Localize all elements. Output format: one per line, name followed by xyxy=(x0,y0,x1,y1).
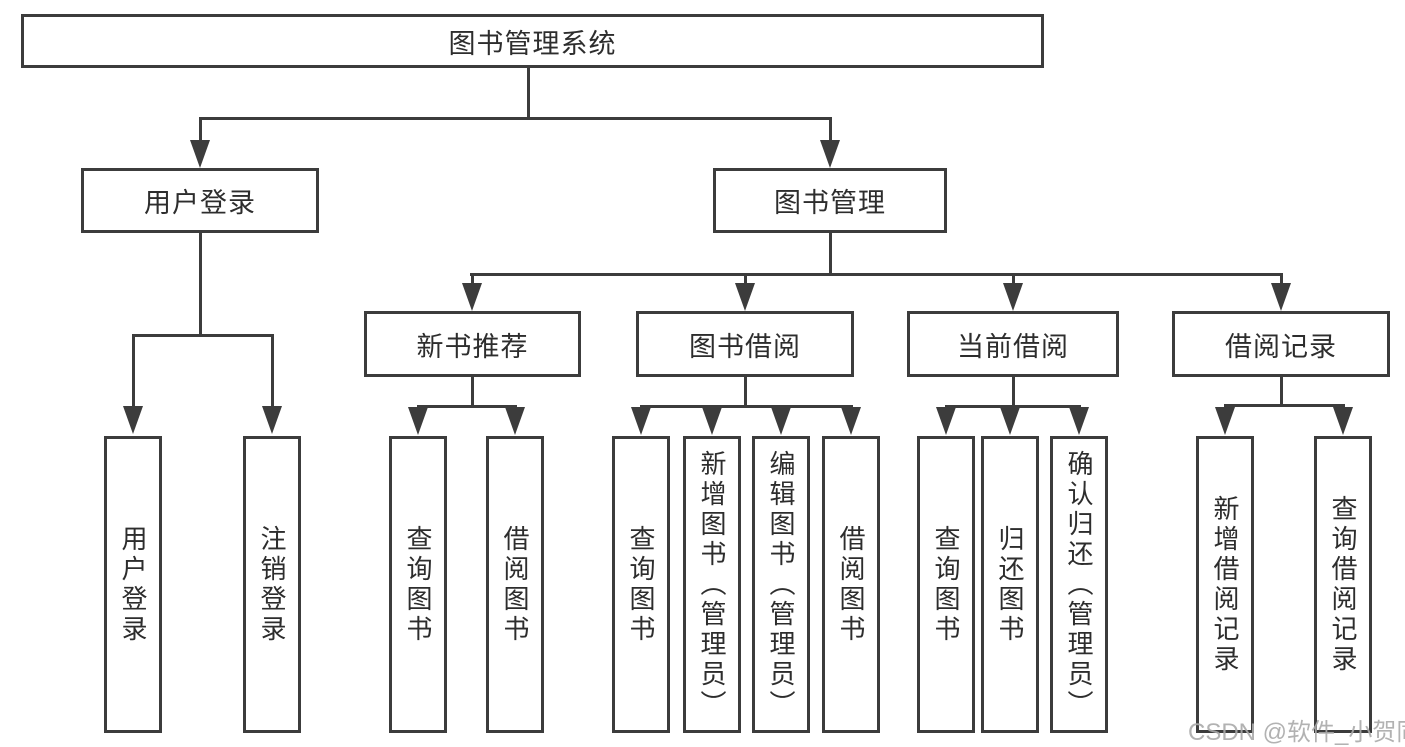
leaf-query-borrow-record: 查询借阅记录 xyxy=(1314,436,1372,733)
leaf-query-books-borrow: 查询图书 xyxy=(612,436,670,733)
connector-line xyxy=(1012,273,1015,285)
arrow-down-icon xyxy=(408,407,428,435)
connector-line xyxy=(132,334,135,408)
leaf-confirm-return-admin: 确认归还（管理员） xyxy=(1050,436,1108,733)
leaf-borrow-books-recommend-label: 借阅图书 xyxy=(500,524,530,645)
leaf-query-books-current-label: 查询图书 xyxy=(931,524,961,645)
node-book-borrow: 图书借阅 xyxy=(636,311,854,377)
arrow-down-icon xyxy=(1333,407,1353,435)
connector-line xyxy=(527,68,530,118)
connector-line xyxy=(945,405,1081,408)
leaf-add-borrow-record-label: 新增借阅记录 xyxy=(1210,494,1240,675)
connector-line xyxy=(1224,404,1345,407)
node-book-management-label: 图书管理 xyxy=(774,188,886,218)
arrow-down-icon xyxy=(190,140,210,168)
node-root-label: 图书管理系统 xyxy=(448,28,617,59)
node-borrow-records: 借阅记录 xyxy=(1172,311,1390,377)
node-borrow-records-label: 借阅记录 xyxy=(1225,331,1337,362)
leaf-query-books-recommend-label: 查询图书 xyxy=(403,524,433,645)
node-user-login-label: 用户登录 xyxy=(144,188,256,218)
leaf-borrow-books-recommend: 借阅图书 xyxy=(486,436,544,733)
leaf-logout: 注销登录 xyxy=(243,436,301,733)
leaf-query-books-current: 查询图书 xyxy=(917,436,975,733)
arrow-down-icon xyxy=(462,283,482,311)
arrow-down-icon xyxy=(123,406,143,434)
leaf-add-borrow-record: 新增借阅记录 xyxy=(1196,436,1254,733)
connector-line xyxy=(829,233,832,276)
node-current-borrow-label: 当前借阅 xyxy=(957,331,1069,362)
leaf-logout-label: 注销登录 xyxy=(257,524,287,645)
leaf-confirm-return-admin-label: 确认归还（管理员） xyxy=(1064,449,1094,720)
connector-line xyxy=(471,377,474,408)
connector-line xyxy=(1280,273,1283,285)
connector-line xyxy=(199,117,832,120)
leaf-user-login: 用户登录 xyxy=(104,436,162,733)
arrow-down-icon xyxy=(841,407,861,435)
node-book-management: 图书管理 xyxy=(713,168,947,233)
arrow-down-icon xyxy=(936,407,956,435)
connector-line xyxy=(199,117,202,142)
leaf-query-borrow-record-label: 查询借阅记录 xyxy=(1328,494,1358,675)
connector-line xyxy=(271,334,274,408)
arrow-down-icon xyxy=(702,407,722,435)
leaf-return-book: 归还图书 xyxy=(981,436,1039,733)
leaf-add-book-admin-label: 新增图书（管理员） xyxy=(697,449,727,720)
connector-line xyxy=(199,233,202,337)
arrow-down-icon xyxy=(1000,407,1020,435)
leaf-edit-book-admin: 编辑图书（管理员） xyxy=(752,436,810,733)
connector-line xyxy=(417,405,517,408)
arrow-down-icon xyxy=(735,283,755,311)
csdn-watermark: CSDN @软件_小贺同学 xyxy=(1188,719,1405,746)
leaf-user-login-label: 用户登录 xyxy=(118,524,148,645)
node-book-borrow-label: 图书借阅 xyxy=(689,331,801,362)
leaf-return-book-label: 归还图书 xyxy=(995,524,1025,645)
node-new-book-recommend-label: 新书推荐 xyxy=(416,331,529,362)
leaf-query-books-recommend: 查询图书 xyxy=(389,436,447,733)
node-new-book-recommend: 新书推荐 xyxy=(364,311,581,377)
arrow-down-icon xyxy=(1271,283,1291,311)
arrow-down-icon xyxy=(1003,283,1023,311)
connector-line xyxy=(470,273,1283,276)
connector-line xyxy=(744,273,747,285)
leaf-add-book-admin: 新增图书（管理员） xyxy=(683,436,741,733)
arrow-down-icon xyxy=(505,407,525,435)
connector-line xyxy=(829,117,832,142)
node-current-borrow: 当前借阅 xyxy=(907,311,1119,377)
connector-line xyxy=(471,273,474,285)
leaf-edit-book-admin-label: 编辑图书（管理员） xyxy=(766,449,796,720)
arrow-down-icon xyxy=(771,407,791,435)
node-user-login: 用户登录 xyxy=(81,168,319,233)
node-root: 图书管理系统 xyxy=(21,14,1044,68)
arrow-down-icon xyxy=(262,406,282,434)
leaf-borrow-books-2: 借阅图书 xyxy=(822,436,880,733)
connector-line xyxy=(744,377,747,408)
arrow-down-icon xyxy=(1069,407,1089,435)
connector-line xyxy=(132,334,273,337)
connector-line xyxy=(1280,377,1283,407)
connector-line xyxy=(640,405,853,408)
arrow-down-icon xyxy=(631,407,651,435)
arrow-down-icon xyxy=(1215,407,1235,435)
leaf-query-books-borrow-label: 查询图书 xyxy=(626,524,656,645)
arrow-down-icon xyxy=(820,140,840,168)
leaf-borrow-books-2-label: 借阅图书 xyxy=(836,524,866,645)
connector-line xyxy=(1012,377,1015,408)
